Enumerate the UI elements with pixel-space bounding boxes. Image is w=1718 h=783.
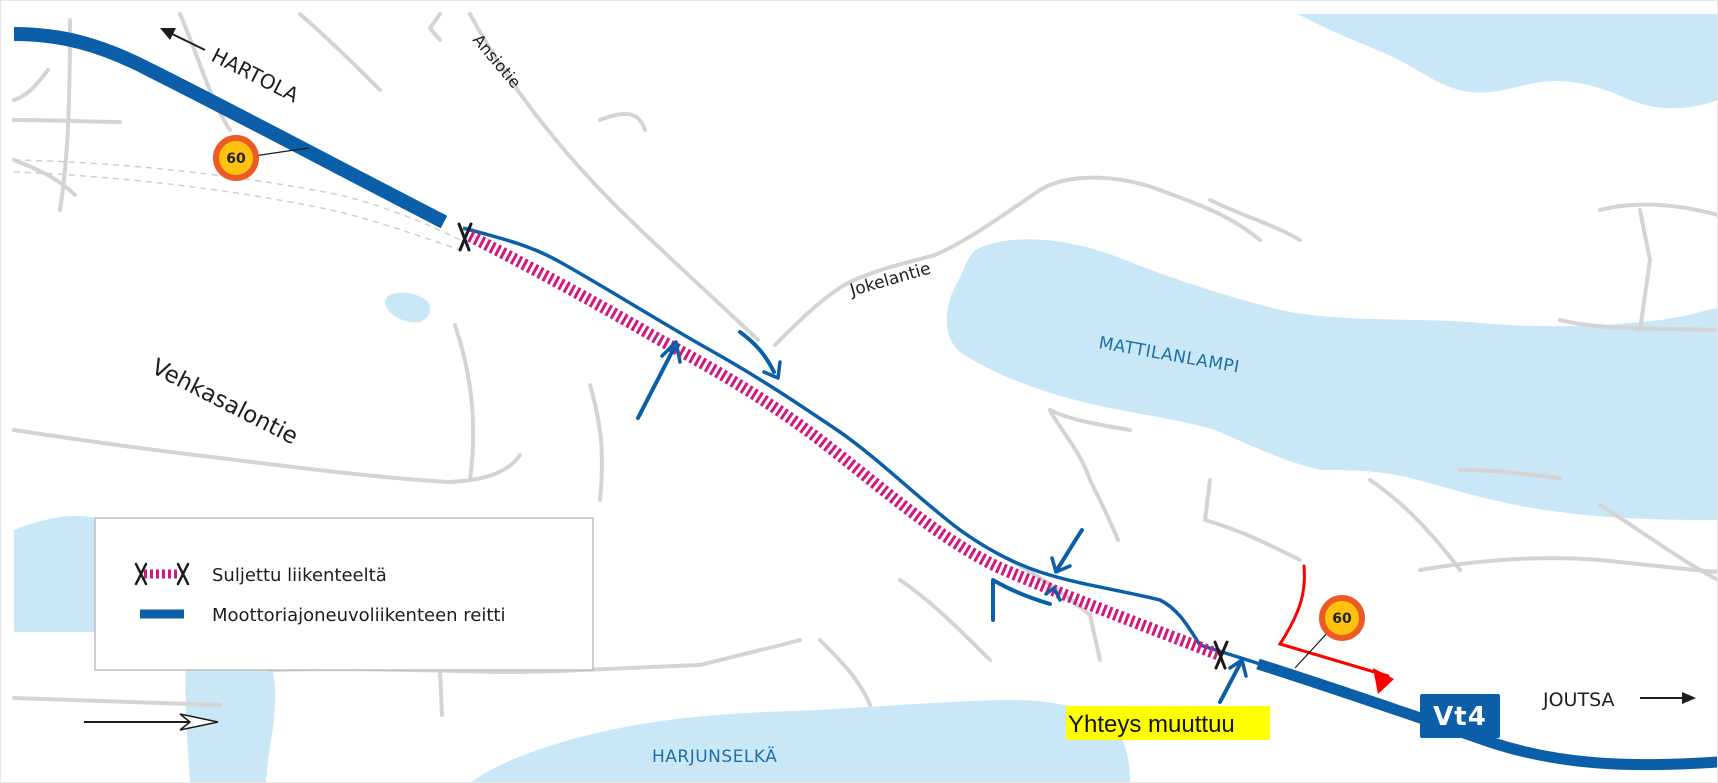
legend-label-route: Moottoriajoneuvoliikenteen reitti bbox=[212, 605, 505, 626]
road-label-vehkasalontie: Vehkasalontie bbox=[147, 354, 302, 450]
pond-small bbox=[385, 292, 431, 323]
legend-label-closed: Suljettu liikenteeltä bbox=[212, 565, 387, 586]
vt4-east-section bbox=[1256, 658, 1718, 771]
speed-sign-west: 60 bbox=[213, 135, 309, 181]
connection-change-note: Yhteys muuttuu bbox=[1066, 706, 1270, 740]
highway-shield-label: Vt4 bbox=[1433, 702, 1487, 732]
place-label-joutsa: JOUTSA bbox=[1542, 689, 1614, 711]
bypass-route bbox=[462, 226, 1261, 666]
arrow-access-5 bbox=[1218, 658, 1248, 704]
lake-left-inlet bbox=[14, 515, 95, 632]
closed-section bbox=[467, 230, 1225, 662]
road-label-ansiotie: Ansiotie bbox=[469, 30, 525, 91]
vt4-shield: Vt4 bbox=[1420, 694, 1500, 738]
north-arrow-icon bbox=[179, 713, 219, 731]
speed-limit-label: 60 bbox=[226, 151, 246, 167]
old-road-alignment bbox=[13, 159, 461, 251]
note-label: Yhteys muuttuu bbox=[1068, 711, 1235, 738]
water-bodies bbox=[14, 14, 1718, 783]
speed-limit-label: 60 bbox=[1332, 611, 1352, 627]
closure-marks bbox=[457, 222, 1229, 670]
access-arrows bbox=[636, 330, 1248, 704]
closure-x-west bbox=[457, 222, 473, 252]
closure-x-east bbox=[1213, 640, 1229, 670]
legend-symbol-closed bbox=[134, 562, 190, 586]
lake-harjunselka bbox=[470, 699, 1130, 783]
direction-hartola: HARTOLA bbox=[160, 28, 303, 107]
vt4-highway bbox=[13, 27, 1718, 771]
place-label-hartola: HARTOLA bbox=[208, 43, 303, 107]
arrow-access-1 bbox=[636, 340, 682, 420]
connection-change-arrow bbox=[1277, 564, 1394, 694]
lake-top-right bbox=[1298, 14, 1718, 109]
arrow-access-3 bbox=[1050, 528, 1084, 574]
vt4-west-section bbox=[13, 27, 448, 229]
lake-mattilanlampi bbox=[946, 239, 1718, 520]
arrow-access-4 bbox=[991, 578, 1062, 622]
road-vehkasalontie bbox=[12, 428, 452, 484]
north-arrow bbox=[84, 713, 219, 731]
lake-bottom-left bbox=[185, 644, 276, 783]
road-jokelantie bbox=[773, 175, 1262, 347]
lake-label-harjunselka: HARJUNSELKÄ bbox=[652, 746, 777, 767]
speed-sign-east: 60 bbox=[1294, 595, 1365, 669]
direction-joutsa: JOUTSA bbox=[1542, 689, 1696, 711]
arrow-access-2 bbox=[738, 330, 782, 380]
road-ansiotie bbox=[468, 12, 760, 342]
legend: Suljettu liikenteeltä Moottoriajoneuvoli… bbox=[94, 517, 594, 671]
